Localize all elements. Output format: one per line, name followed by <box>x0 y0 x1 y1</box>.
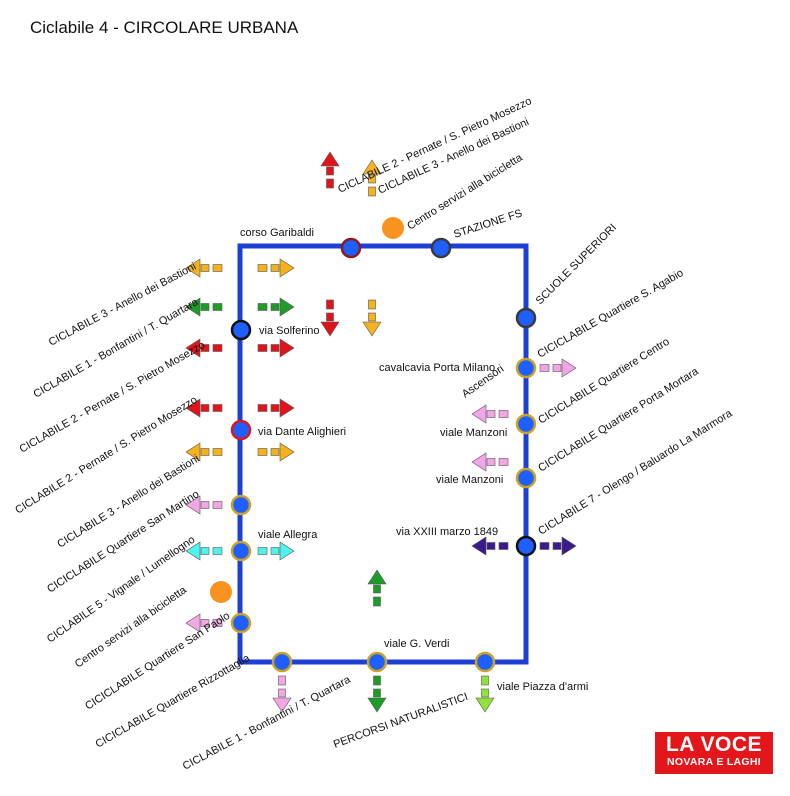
stop-rizzottaglia-marker <box>271 651 293 673</box>
stops-layer <box>230 237 537 673</box>
stop-label-manzoni1: viale Manzoni <box>440 427 507 439</box>
arrow-l7-out-icon <box>539 536 577 556</box>
stop-dante-marker <box>230 419 252 441</box>
arrow-sagabio-out-icon <box>539 358 577 378</box>
arrow-l2b-out-icon <box>185 398 223 418</box>
stop-cavalcavia-marker <box>515 357 537 379</box>
stop-label-stazione: STAZIONE FS <box>452 207 524 240</box>
connection-label-left-3: CICLABILE 3 - Anello dei Bastioni <box>47 261 198 349</box>
arrow-l5-out-icon <box>185 541 223 561</box>
stop-garibaldi-marker <box>340 237 362 259</box>
arrow-l3b-out-icon <box>185 442 223 462</box>
connection-label-left-2b: CICLABILE 2 - Pernate / S. Pietro Mosezz… <box>13 394 199 517</box>
stop-allegra-marker <box>230 540 252 562</box>
stop-manzoni2-marker <box>515 467 537 489</box>
arrow-bottom1-down-icon <box>367 675 387 713</box>
arrow-top-red-up-icon <box>320 151 340 189</box>
arrow-l1-out-icon <box>185 297 223 317</box>
stop-label-dante: via Dante Alighieri <box>258 426 346 438</box>
connection-label-top-red: CICLABILE 2 - Pernate / S. Pietro Mosezz… <box>336 95 533 196</box>
arrow-percorsi-down-icon <box>475 675 495 713</box>
stop-solferino-marker <box>230 319 252 341</box>
la-voce-logo: LA VOCE NOVARA E LAGHI <box>655 732 773 774</box>
arrow-centro-in-icon <box>471 404 509 424</box>
connection-label-right-portamortara: CICICLABILE Quartiere Porta Mortara <box>536 365 701 474</box>
stop-label-allegra: viale Allegra <box>258 529 318 541</box>
arrow-l2a-out-icon <box>185 338 223 358</box>
arrow-l3-out-icon <box>185 258 223 278</box>
stop-scuole-marker <box>515 307 537 329</box>
stop-label-manzoni2: viale Manzoni <box>436 474 503 486</box>
arrow-l3-in-icon <box>257 258 295 278</box>
arrow-l2b-in-icon <box>257 398 295 418</box>
arrow-sanmartino-out-icon <box>185 495 223 515</box>
stop-label-verdi: viale G. Verdi <box>384 638 449 650</box>
arrow-l5-in-icon <box>257 541 295 561</box>
arrow-verdi-up-icon <box>367 569 387 607</box>
arrow-top-orange-up-icon <box>362 159 382 197</box>
arrow-l7-in-icon <box>471 536 509 556</box>
stop-stazione-marker <box>430 237 452 259</box>
logo-line1: LA VOCE <box>665 733 763 756</box>
stop-xxiii-marker <box>515 535 537 557</box>
stop-label-solferino: via Solferino <box>259 325 320 337</box>
arrow-l2a-in-icon <box>257 338 295 358</box>
page-title: Ciclabile 4 - CIRCOLARE URBANA <box>30 18 299 37</box>
stop-label-scuole: SCUOLE SUPERIORI <box>534 222 619 307</box>
stop-manzoni1-marker <box>515 413 537 435</box>
arrow-l3b-in-icon <box>257 442 295 462</box>
arrow-top-red-down-icon <box>320 299 340 337</box>
stop-sanpaolo-marker <box>230 612 252 634</box>
stop-sanmartino-marker <box>230 494 252 516</box>
arrow-l1-in-icon <box>257 297 295 317</box>
stop-label-cavalcavia: cavalcavia Porta Milano <box>379 362 495 374</box>
arrow-top-orange-down-icon <box>362 299 382 337</box>
connection-label-right-7: CICLABILE 7 - Olengo / Baluardo La Marmo… <box>536 407 735 538</box>
service-center-top-icon <box>382 217 404 239</box>
stop-label-garibaldi: corso Garibaldi <box>240 227 314 239</box>
logo-line2: NOVARA E LAGHI <box>666 756 762 768</box>
arrow-sanpaolo-out-icon <box>185 613 223 633</box>
service-center-left-icon <box>210 581 232 603</box>
arrow-rizzottaglia-down-icon <box>272 675 292 713</box>
arrow-portamortara-in-icon <box>471 452 509 472</box>
stop-label-piazzadarmi: viale Piazza d'armi <box>497 681 588 693</box>
arrow-layer <box>185 151 577 713</box>
connection-label-bottom-percorsi: PERCORSI NATURALISTICI <box>332 691 470 751</box>
connection-label-left-sanpaolo: CICICLABILE Quartiere San Paolo <box>83 610 232 713</box>
stop-label-xxiii: via XXIII marzo 1849 <box>396 526 498 538</box>
stop-verdi-marker <box>366 651 388 673</box>
stop-piazzadarmi-marker <box>474 651 496 673</box>
